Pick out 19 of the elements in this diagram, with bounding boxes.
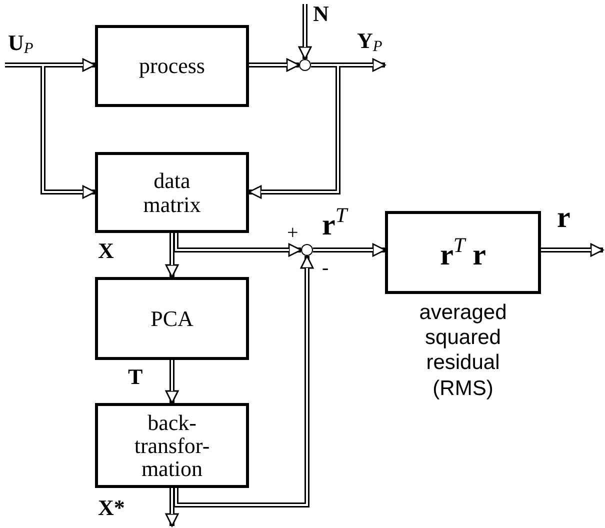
process-box: r$^{T}$ r xyxy=(385,211,541,294)
process-box: process xyxy=(95,25,249,107)
double-line-arrow xyxy=(249,58,300,72)
sign-label: - xyxy=(322,258,329,278)
double-line-arrow xyxy=(165,233,179,278)
process-box: PCA xyxy=(95,277,249,360)
summing-junction xyxy=(301,244,313,256)
double-line-arrow xyxy=(174,233,302,257)
double-line-arrow xyxy=(174,255,314,508)
process-box: data matrix xyxy=(95,152,249,233)
double-line-arrow xyxy=(541,243,604,257)
double-line-arrow xyxy=(165,360,179,404)
double-line-arrow xyxy=(298,4,312,60)
double-line-arrow xyxy=(313,243,386,257)
process-box: back-transfor-mation xyxy=(95,403,249,488)
summing-junction xyxy=(299,59,311,71)
caption-text: averaged squared residual (RMS) xyxy=(418,300,508,401)
double-line-arrow xyxy=(165,488,179,527)
sign-label: + xyxy=(287,223,298,243)
